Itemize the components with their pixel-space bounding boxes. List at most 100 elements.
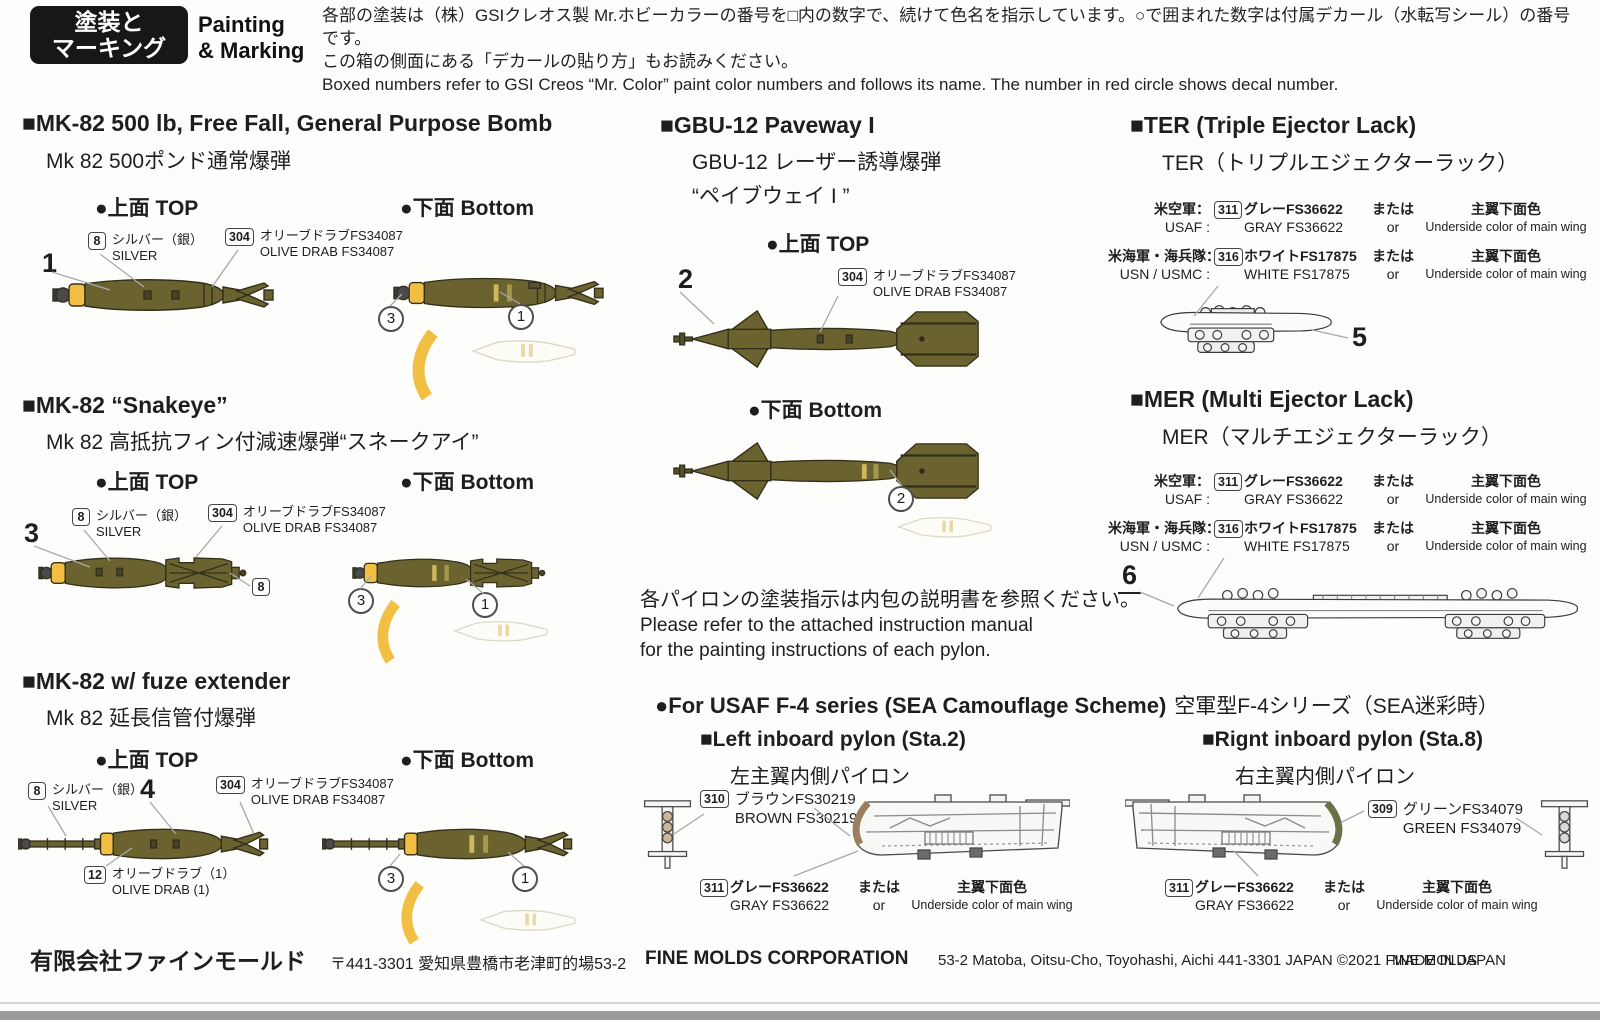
decal-circle-3: 3	[348, 588, 374, 614]
en-line: Underside color of main wing	[1376, 898, 1538, 912]
mk82-title-en: ■MK-82 500 lb, Free Fall, General Purpos…	[22, 110, 553, 136]
jp-line: グレーFS36622	[1244, 201, 1343, 217]
jp-line: シルバー（銀）	[112, 232, 204, 247]
jp-line: 主翼下面色	[1471, 520, 1541, 536]
right-pylon-gray-color-row: 311 グレーFS36622 GRAY FS36622 または or 主翼下面色…	[1165, 878, 1541, 914]
right-pylon-green-callout: 309 グリーンFS34079 GREEN FS34079	[1368, 800, 1523, 838]
snakeye-top-label: ●上面 TOP	[95, 471, 199, 494]
jp-line: 米海軍・海兵隊：	[1108, 248, 1220, 264]
snakeye-bottom-label: ●下面 Bottom	[400, 471, 534, 494]
paint-box-311: 311	[700, 879, 729, 897]
en-line: OLIVE DRAB FS34087	[242, 520, 378, 535]
pylon-note-en2: for the painting instructions of each py…	[640, 640, 991, 661]
gbu12-bottom-view-illustration	[673, 441, 979, 501]
pylon-note-jp: 各パイロンの塗装指示は内包の説明書を参照ください。	[640, 589, 1140, 611]
left-pylon-brown-callout: 310 ブラウンFS30219 BROWN FS30219	[700, 790, 857, 828]
mk82-bottom-label: ●下面 Bottom	[400, 197, 534, 220]
en-line: or	[1386, 219, 1400, 235]
en-line: GREEN FS34079	[1402, 820, 1522, 837]
jp-line: または	[1372, 201, 1414, 217]
mk82-olive-callout: 304 オリーブドラブFS34087 OLIVE DRAB FS34087	[225, 228, 403, 260]
desc-en: Boxed numbers refer to GSI Creos “Mr. Co…	[322, 75, 1339, 94]
mer-title-en: ■MER (Multi Ejector Lack)	[1130, 386, 1414, 412]
en-line: OLIVE DRAB FS34087	[250, 792, 386, 807]
fuze-olive1-callout: 12 オリーブドラブ（1） OLIVE DRAB (1)	[84, 866, 235, 898]
mer-usn-color-row: 米海軍・海兵隊： USN / USMC : 316 ホワイトFS17875 WH…	[1108, 519, 1590, 555]
jp-line: 主翼下面色	[1471, 201, 1541, 217]
right-pylon-title-en: ■Rignt inboard pylon (Sta.8)	[1202, 728, 1484, 751]
paint-box-311: 311	[1165, 879, 1194, 897]
gbu12-title-en: ■GBU-12 Paveway I	[660, 112, 875, 138]
gbu12-top-label: ●上面 TOP	[766, 233, 870, 256]
paint-box-8: 8	[28, 782, 46, 800]
mk82-title-jp: Mk 82 500ポンド通常爆弾	[46, 150, 292, 173]
badge-line2: マーキング	[51, 35, 167, 61]
en-line: GRAY FS36622	[730, 897, 830, 913]
fuze-title-en: ■MK-82 w/ fuze extender	[22, 668, 291, 694]
snakeye-title-en: ■MK-82 “Snakeye”	[22, 392, 228, 418]
jp-line: または	[1372, 473, 1414, 489]
jp-line: 主翼下面色	[957, 879, 1027, 895]
jp-line: 米空軍：	[1154, 201, 1210, 217]
decal-circle-3: 3	[378, 306, 404, 332]
yellow-band-decal	[377, 600, 401, 664]
en-line: Underside color of main wing	[1425, 267, 1587, 281]
jp-line: または	[1372, 520, 1414, 536]
jp-line: オリーブドラブFS34087	[250, 776, 394, 791]
ter-illustration	[1160, 305, 1332, 353]
en-line: OLIVE DRAB FS34087	[872, 284, 1008, 299]
desc-jp1: 各部の塗装は（株）GSIクレオス製 Mr.ホビーカラーの番号を□内の数字で、続け…	[322, 6, 1571, 48]
en-line: GRAY FS36622	[1195, 897, 1295, 913]
left-pylon-side-view-illustration	[852, 794, 1070, 860]
paint-box-304: 304	[225, 228, 254, 246]
jp-line: オリーブドラブFS34087	[242, 504, 386, 519]
mk82-top-view-illustration	[52, 279, 274, 311]
paint-box-316: 316	[1214, 248, 1243, 266]
en-line: or	[1386, 538, 1400, 554]
jp-line: ブラウンFS30219	[734, 791, 856, 808]
footer-company-en: FINE MOLDS CORPORATION	[645, 948, 909, 969]
paint-box-311: 311	[1214, 473, 1243, 491]
en-line: USAF :	[1164, 219, 1210, 235]
painting-marking-badge: 塗装と マーキング	[30, 6, 188, 64]
jp-line: シルバー（銀）	[96, 508, 188, 523]
paint-box-8-tail: 8	[252, 578, 270, 596]
badge-line1: 塗装と	[74, 9, 144, 35]
en-line: or	[1386, 491, 1400, 507]
fuze-olive-callout: 304 オリーブドラブFS34087 OLIVE DRAB FS34087	[216, 776, 394, 808]
left-pylon-gray-color-row: 311 グレーFS36622 GRAY FS36622 または or 主翼下面色…	[700, 878, 1076, 914]
ter-usn-color-row: 米海軍・海兵隊： USN / USMC : 316 ホワイトFS17875 WH…	[1108, 247, 1590, 283]
en-line: GRAY FS36622	[1244, 491, 1344, 507]
part-number-1: 1	[42, 248, 58, 278]
mk82-bottom-view-illustration	[393, 277, 604, 309]
fuze-top-label: ●上面 TOP	[95, 749, 199, 772]
decal-circle-2: 2	[888, 486, 914, 512]
header-description: 各部の塗装は（株）GSIクレオス製 Mr.ホビーカラーの番号を□内の数字で、続け…	[322, 4, 1587, 96]
jp-line: オリーブドラブFS34087	[872, 268, 1016, 283]
left-pylon-front-view-illustration	[643, 800, 692, 869]
mer-usaf-color-row: 米空軍： USAF : 311 グレーFS36622 GRAY FS36622 …	[1108, 472, 1590, 508]
jp-line: ホワイトFS17875	[1244, 520, 1357, 536]
decal-circle-3: 3	[378, 866, 404, 892]
pylon-note-en1: Please refer to the attached instruction…	[640, 615, 1033, 636]
en-line: WHITE FS17875	[1244, 538, 1350, 554]
paint-box-309: 309	[1368, 800, 1397, 818]
en-line: SILVER	[96, 524, 142, 539]
en-line: GRAY FS36622	[1244, 219, 1344, 235]
footer-address-en: 53-2 Matoba, Oitsu-Cho, Toyohashi, Aichi…	[938, 952, 1478, 969]
pm-line1: Painting	[198, 12, 285, 37]
jp-line: グレーFS36622	[1195, 879, 1294, 895]
part-number-3: 3	[24, 518, 40, 548]
en-line: Underside color of main wing	[1425, 539, 1587, 553]
fuze-title-jp: Mk 82 延長信管付爆弾	[46, 707, 257, 730]
gbu12-olive-callout: 304 オリーブドラブFS34087 OLIVE DRAB FS34087	[838, 268, 1016, 300]
en-line: Underside color of main wing	[1425, 220, 1587, 234]
en-line: USN / USMC :	[1119, 538, 1210, 554]
paint-box-304: 304	[208, 504, 237, 522]
gbu12-title-jp1: GBU-12 レーザー誘導爆弾	[692, 151, 942, 174]
en-line: USN / USMC :	[1119, 266, 1210, 282]
left-pylon-title-jp: 左主翼内側パイロン	[730, 766, 910, 788]
snakeye-title-jp: Mk 82 高抵抗フィン付減速爆弾“スネークアイ”	[46, 431, 479, 454]
